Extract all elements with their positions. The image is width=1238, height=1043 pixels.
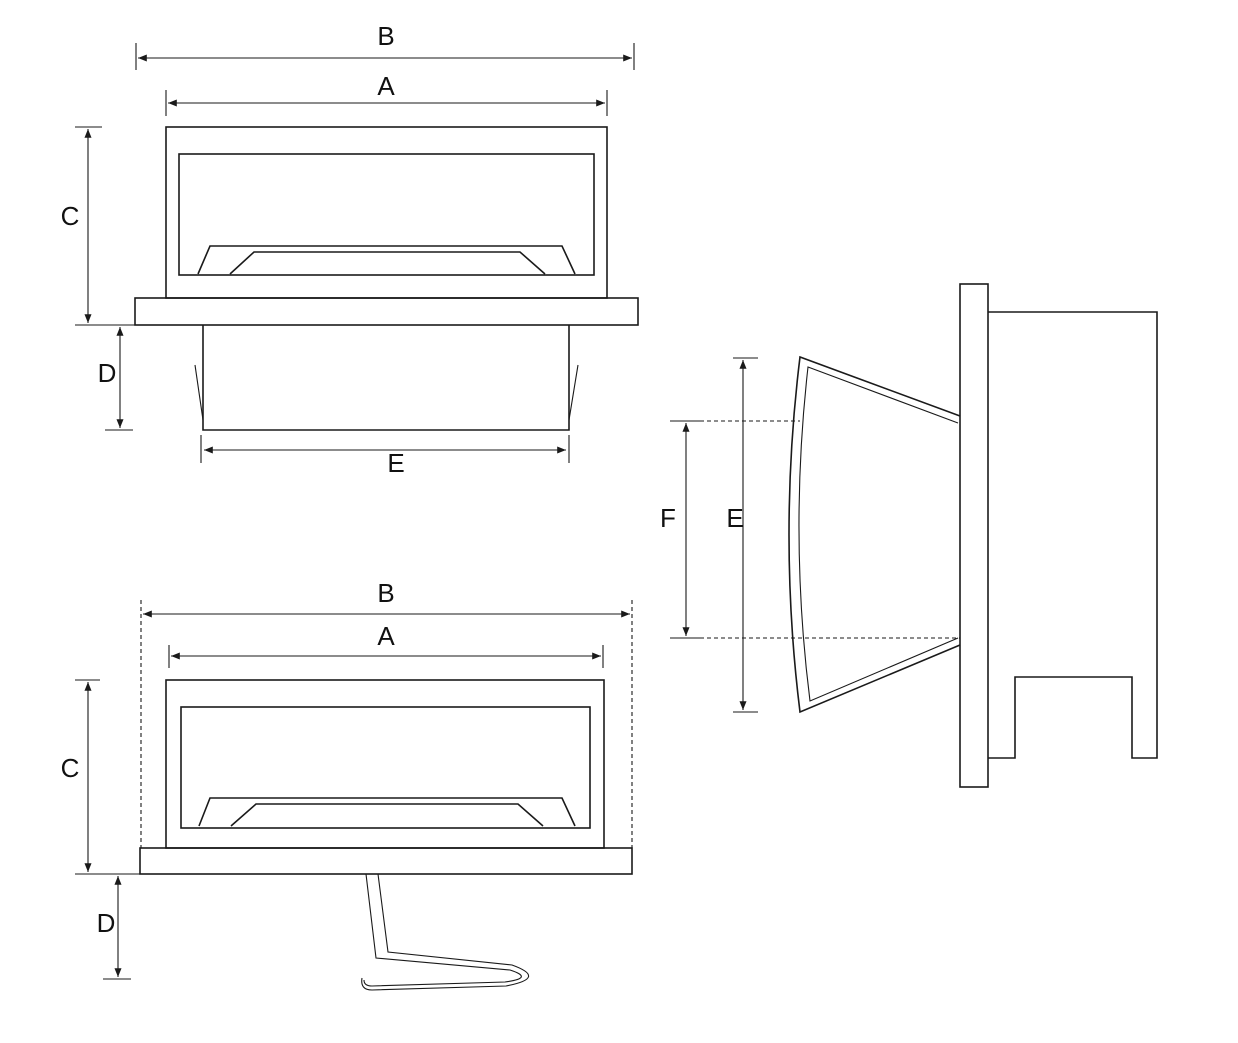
housing-body bbox=[988, 311, 1158, 759]
label-a: A bbox=[377, 621, 395, 651]
dimension-e-side: E bbox=[726, 357, 758, 713]
top-view: B A C D bbox=[61, 21, 639, 478]
clip-right bbox=[568, 364, 579, 421]
label-d: D bbox=[98, 358, 117, 388]
side-view: E F bbox=[660, 283, 1158, 788]
dimension-b-bottom: B bbox=[140, 578, 633, 848]
flange bbox=[139, 847, 633, 875]
inner-opening bbox=[178, 153, 595, 276]
cable bbox=[361, 873, 530, 991]
label-b: B bbox=[377, 21, 394, 51]
label-e: E bbox=[387, 448, 404, 478]
bezel bbox=[788, 355, 961, 714]
handle bbox=[198, 797, 576, 827]
clip-left bbox=[194, 364, 204, 421]
dimension-a-top: A bbox=[165, 71, 608, 116]
dimension-d-bottom: D bbox=[97, 876, 131, 980]
flange bbox=[134, 297, 639, 326]
inner-opening bbox=[180, 706, 591, 829]
dimension-c-top: C bbox=[61, 126, 135, 326]
dimension-d-top: D bbox=[98, 327, 133, 431]
dimension-f-side: F bbox=[660, 420, 960, 639]
dimension-a-bottom: A bbox=[168, 621, 604, 668]
label-e: E bbox=[726, 503, 743, 533]
label-d: D bbox=[97, 908, 116, 938]
mounting-plate bbox=[959, 283, 989, 788]
label-c: C bbox=[61, 201, 80, 231]
dimension-c-bottom: C bbox=[61, 679, 140, 875]
dimension-b-top: B bbox=[135, 21, 635, 70]
label-b: B bbox=[377, 578, 394, 608]
dimension-e-top: E bbox=[200, 435, 570, 478]
label-f: F bbox=[660, 503, 676, 533]
handle bbox=[197, 245, 576, 275]
bottom-view: B A C D bbox=[61, 578, 633, 991]
label-a: A bbox=[377, 71, 395, 101]
label-c: C bbox=[61, 753, 80, 783]
lower-body bbox=[202, 325, 570, 431]
